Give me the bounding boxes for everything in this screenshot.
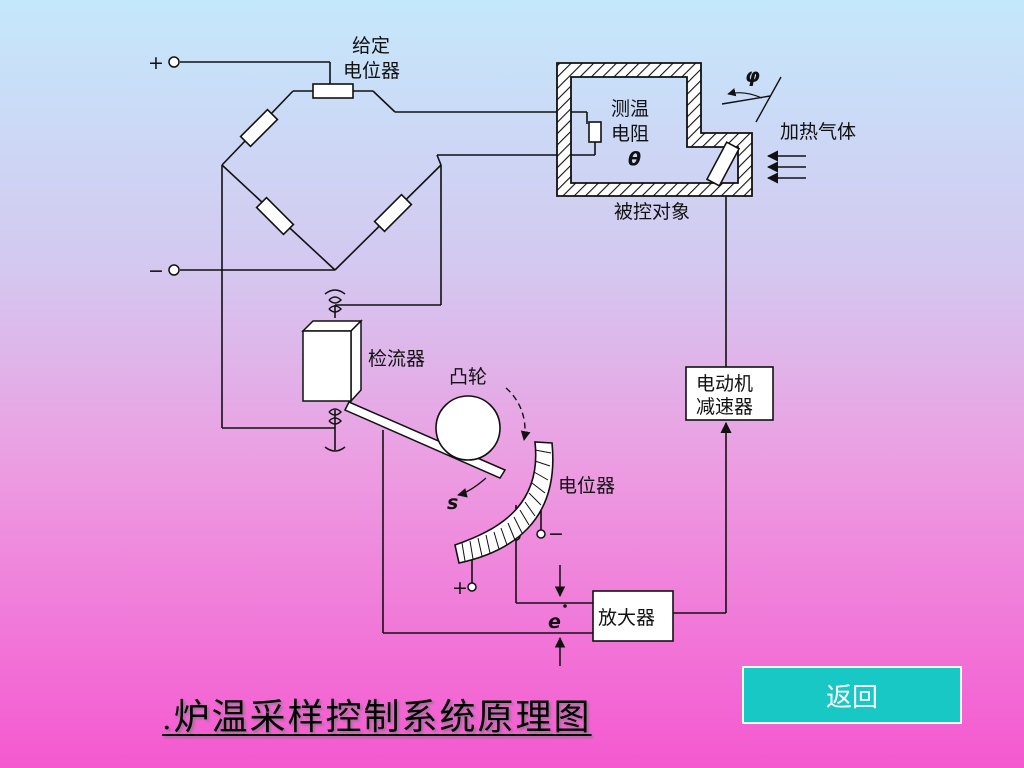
set-potentiometer xyxy=(312,83,354,99)
bridge-resistor-2 xyxy=(255,196,295,236)
sensor-resistor xyxy=(588,121,602,143)
phi-arc xyxy=(727,88,763,99)
sensor-label-2: 电阻 xyxy=(611,123,649,145)
amplifier-label: 放大器 xyxy=(598,607,655,629)
pot-arc xyxy=(454,441,554,564)
set-pot-label-1: 给定 xyxy=(352,35,390,57)
pot-ticks xyxy=(461,449,552,562)
figure-caption: .炉温采样控制系统原理图 xyxy=(162,688,592,740)
bridge-resistor-1 xyxy=(239,108,279,148)
motor-label-1: 电动机 xyxy=(696,373,753,395)
phi-line-d xyxy=(755,76,782,123)
heat-gas-label: 加热气体 xyxy=(780,121,856,143)
caption-text: 炉温采样控制系统原理图 xyxy=(173,697,592,738)
motor-block xyxy=(685,366,774,421)
sensor-label-1: 测温 xyxy=(611,98,649,120)
cam-and-pot xyxy=(435,387,554,564)
motor-label-2: 减速器 xyxy=(696,396,753,418)
furnace xyxy=(556,62,782,197)
plus-terminal-label: + xyxy=(148,52,164,74)
bridge-resistor-3 xyxy=(373,193,413,233)
phi-line-h xyxy=(721,95,771,105)
minus-terminal-label: − xyxy=(148,260,164,282)
theta-label: θ xyxy=(628,148,641,170)
resistors xyxy=(239,83,602,236)
pot-plus-label: + xyxy=(452,577,468,599)
set-pot-label-2: 电位器 xyxy=(343,60,400,82)
caption-dot: . xyxy=(162,702,174,737)
amplifier-block xyxy=(592,590,674,642)
phi-label: φ xyxy=(745,65,760,87)
galvanometer-label: 检流器 xyxy=(368,348,425,370)
cam-label: 凸轮 xyxy=(449,366,487,388)
valve-plate xyxy=(705,141,741,187)
wires xyxy=(180,61,732,634)
cam-disc xyxy=(435,395,501,461)
plant-label: 被控对象 xyxy=(614,201,690,223)
potentiometer-label: 电位器 xyxy=(558,475,615,497)
s-label: s xyxy=(447,492,458,514)
error-label: e xyxy=(548,611,561,633)
back-button[interactable]: 返回 xyxy=(742,666,962,724)
pot-minus-label: − xyxy=(548,523,564,545)
gas-arrows xyxy=(766,150,806,184)
terminals xyxy=(168,56,546,592)
error-dot xyxy=(563,604,567,608)
